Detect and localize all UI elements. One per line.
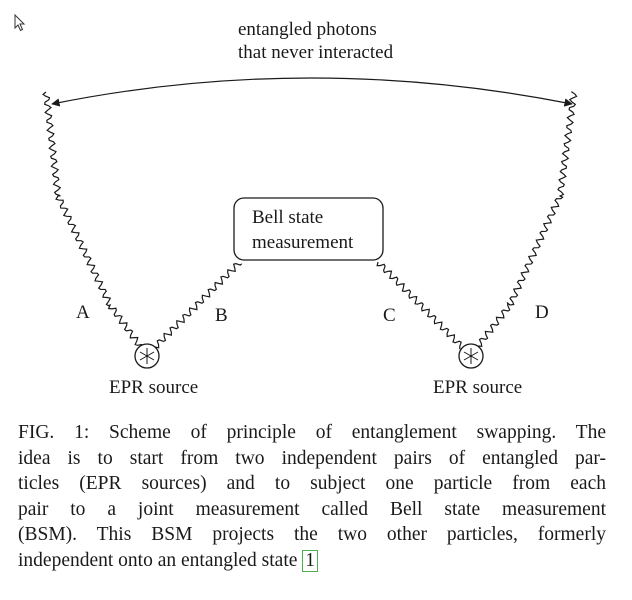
citation-link[interactable]: 1 bbox=[302, 549, 319, 572]
photon-label-a: A bbox=[76, 302, 90, 323]
epr-source-left-label: EPR source bbox=[109, 377, 198, 398]
photon-d-wave bbox=[477, 91, 578, 348]
epr-source-right-label: EPR source bbox=[433, 377, 522, 398]
top-label-line-1: entangled photons bbox=[238, 19, 377, 40]
photon-a-wave bbox=[42, 91, 143, 346]
photon-c-wave bbox=[376, 261, 462, 350]
bell-state-measurement-box bbox=[233, 197, 384, 261]
entanglement-swapping-diagram: entangled photons that never interacted … bbox=[42, 19, 578, 398]
caption-last-line: independent onto an entangled state 1 bbox=[18, 548, 606, 574]
caption-line: (BSM). This BSM projects the two other p… bbox=[18, 524, 606, 545]
caption-line: FIG. 1: Scheme of principle of entanglem… bbox=[18, 422, 606, 443]
photon-label-b: B bbox=[215, 305, 228, 326]
top-label-line-2: that never interacted bbox=[238, 42, 394, 63]
caption-line: pair to a joint measurement called Bell … bbox=[18, 498, 606, 520]
epr-source-right-icon bbox=[458, 343, 484, 369]
mouse-cursor-icon bbox=[14, 13, 26, 37]
caption-line: idea is to start from two independent pa… bbox=[18, 447, 606, 469]
photon-label-d: D bbox=[535, 302, 549, 323]
photon-label-c: C bbox=[383, 305, 396, 326]
caption-line: ticles (EPR sources) and to subject one … bbox=[18, 473, 606, 494]
bsm-label-line-1: Bell state bbox=[252, 207, 323, 228]
photon-b-wave bbox=[154, 263, 243, 349]
caption-line-text: independent onto an entangled state bbox=[18, 549, 298, 571]
figure-caption: FIG. 1: Scheme of principle of entanglem… bbox=[18, 420, 606, 573]
bsm-label-line-2: measurement bbox=[252, 232, 354, 253]
epr-source-left-icon bbox=[134, 343, 160, 369]
entanglement-arc bbox=[51, 77, 573, 107]
